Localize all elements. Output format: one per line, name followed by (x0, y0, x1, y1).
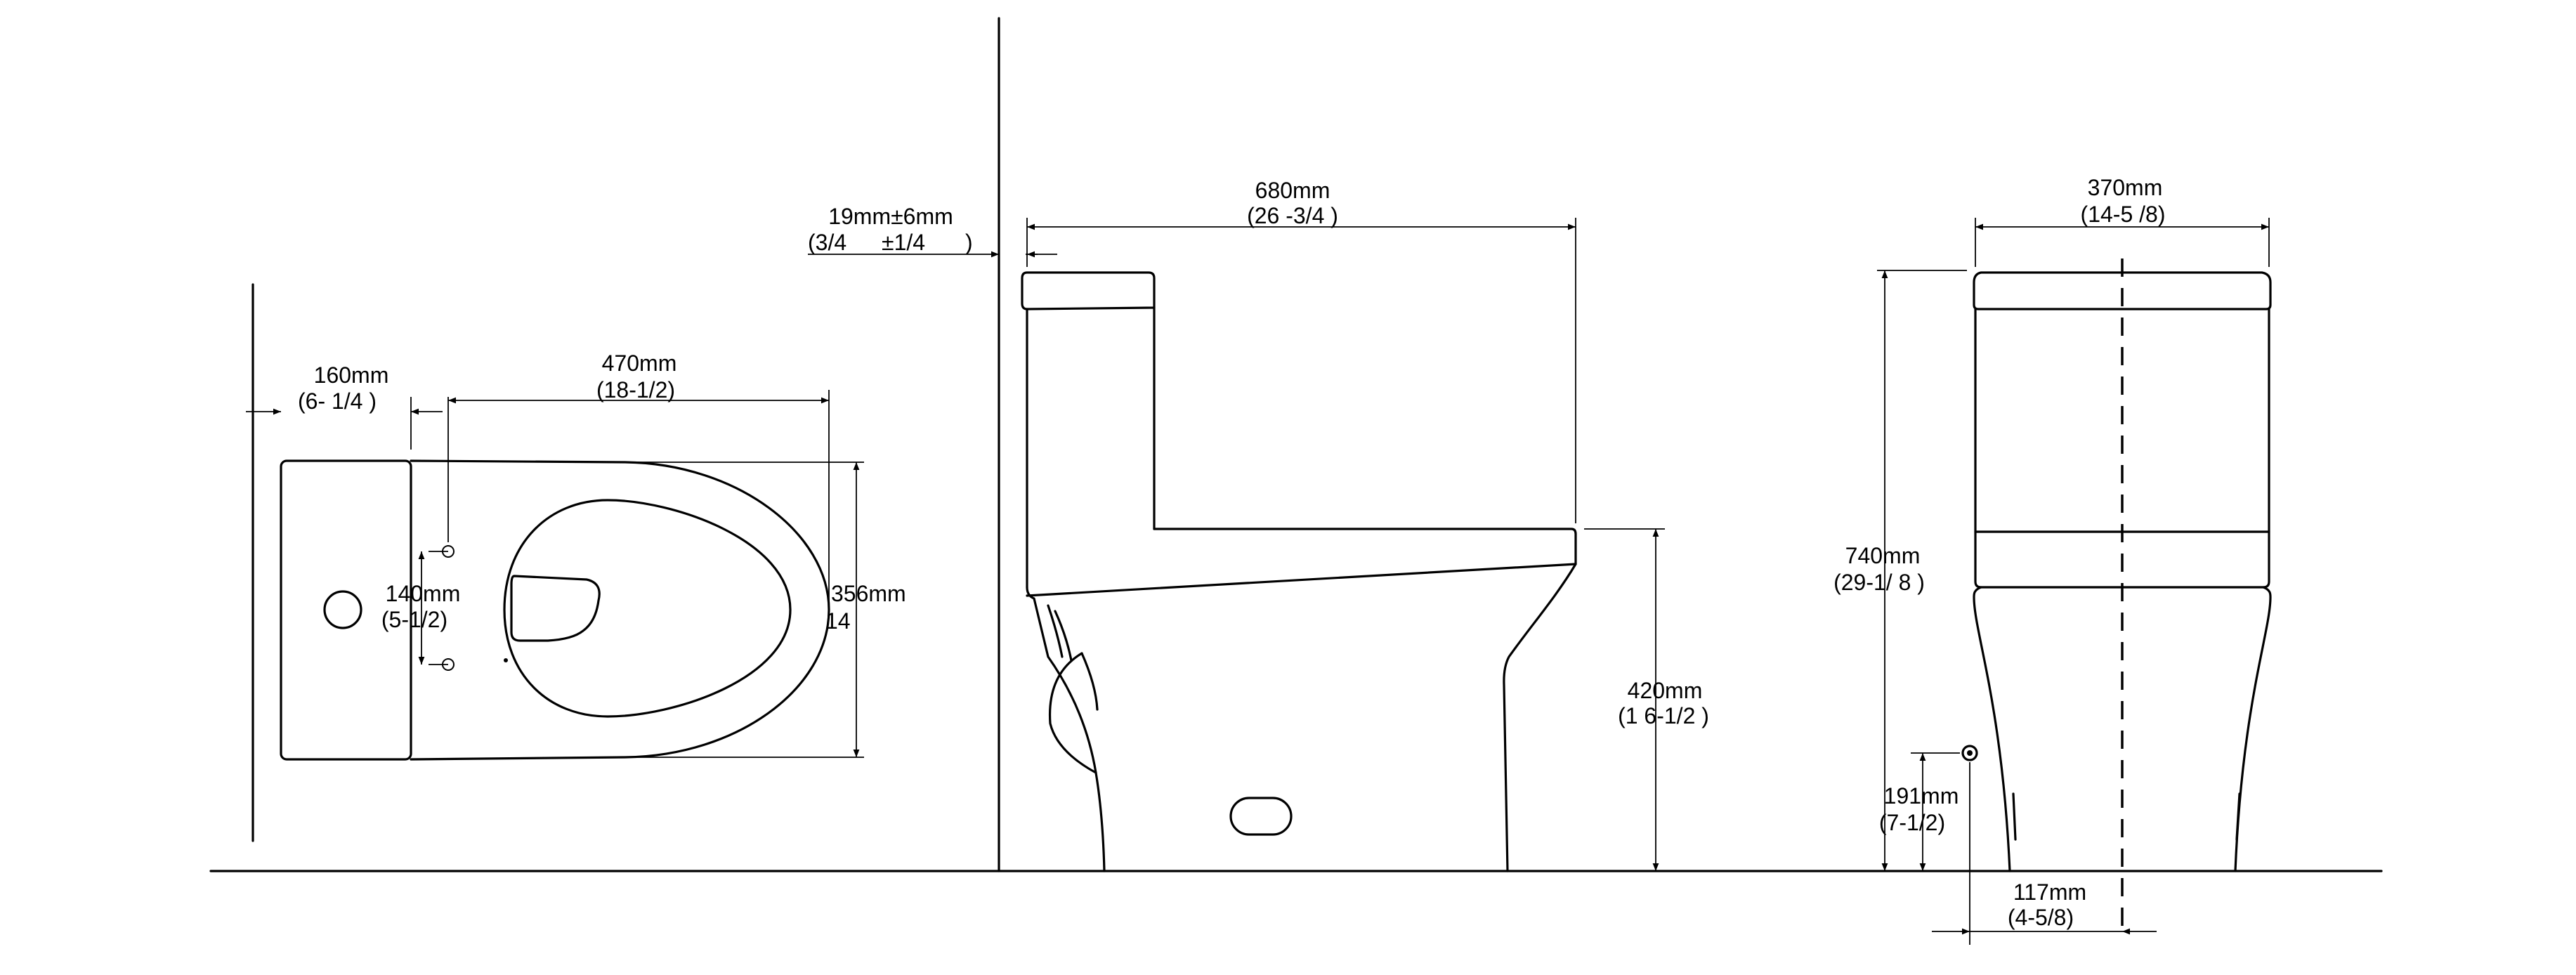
dim-wall-gap-imperial-b: ±1/4 (882, 230, 925, 255)
top-view-seat (503, 499, 792, 718)
front-view: 370mm (14-5 /8) 740mm (29-1/ 8 ) 191mm (… (1833, 175, 2272, 945)
dim-bowl-length-metric: 470mm (602, 351, 677, 376)
dim-height-metric: 740mm (1845, 543, 1921, 568)
dim-supply-height-metric: 191mm (1884, 783, 1959, 809)
side-view-tank (1026, 306, 1156, 589)
dim-bowl-length-imperial: (18-1/2) (596, 377, 675, 403)
side-mark (504, 658, 508, 662)
dim-front-width-metric: 370mm (2088, 175, 2163, 200)
side-view-trap-bulge (1048, 652, 1097, 774)
dim-seat-height-imperial: (1 6-1/2 ) (1618, 703, 1709, 728)
dim-wall-gap-imperial-a: (3/4 (808, 230, 846, 255)
dim-width-metric: 356mm (831, 581, 906, 606)
dim-width-imperial: 14 (825, 608, 851, 634)
dim-depth-imperial: (26 -3/4 ) (1247, 203, 1338, 228)
front-view-tank-lid (1973, 271, 2272, 310)
side-view-body (1503, 563, 1577, 872)
front-view-lower-body (1973, 586, 2011, 872)
side-view-trap-inner (1054, 610, 1099, 711)
dim-wall-gap-imperial-c: ) (965, 230, 973, 255)
dim-supply-offset-imperial: (4-5/8) (2008, 905, 2074, 930)
side-view: 19mm±6mm (3/4 ±1/4 ) 680mm (26 -3/4 ) 42… (808, 178, 1709, 872)
front-view-body-right-edge (2235, 792, 2241, 841)
dim-bolt-spacing-imperial: (5-1/2) (381, 607, 447, 632)
side-view-seat (1026, 528, 1577, 597)
front-view-tank (1974, 308, 2270, 533)
dim-depth-metric: 680mm (1255, 178, 1331, 203)
side-view-trap-curve (1047, 604, 1064, 658)
top-view-tank (280, 459, 412, 761)
dim-seat-height-metric: 420mm (1628, 678, 1703, 703)
dim-supply-height-imperial: (7-1/2) (1879, 810, 1945, 835)
dim-front-width-imperial: (14-5 /8) (2081, 202, 2166, 227)
side-view-cleanout-slot (1229, 797, 1293, 836)
top-view: 160mm (6- 1/4 ) 470mm (18-1/2) 140mm (5-… (246, 351, 906, 761)
dim-height-imperial: (29-1/ 8 ) (1833, 570, 1925, 595)
side-view-trapway (1026, 586, 1106, 872)
bowl-opening (510, 575, 601, 642)
top-view-bowl-outline (410, 459, 830, 761)
dim-wall-to-tank-metric: 160mm (314, 362, 389, 388)
side-view-tank-lid (1021, 271, 1156, 310)
dim-wall-gap-metric: 19mm±6mm (828, 204, 953, 229)
front-view-body-left-edge (2012, 792, 2017, 841)
flush-hole (323, 590, 362, 629)
dim-wall-to-tank-imperial: (6- 1/4 ) (298, 388, 377, 414)
dim-supply-offset-metric: 117mm (2013, 879, 2086, 905)
dim-bolt-spacing-metric: 140mm (386, 581, 461, 606)
water-supply-inlet (1961, 745, 1978, 761)
